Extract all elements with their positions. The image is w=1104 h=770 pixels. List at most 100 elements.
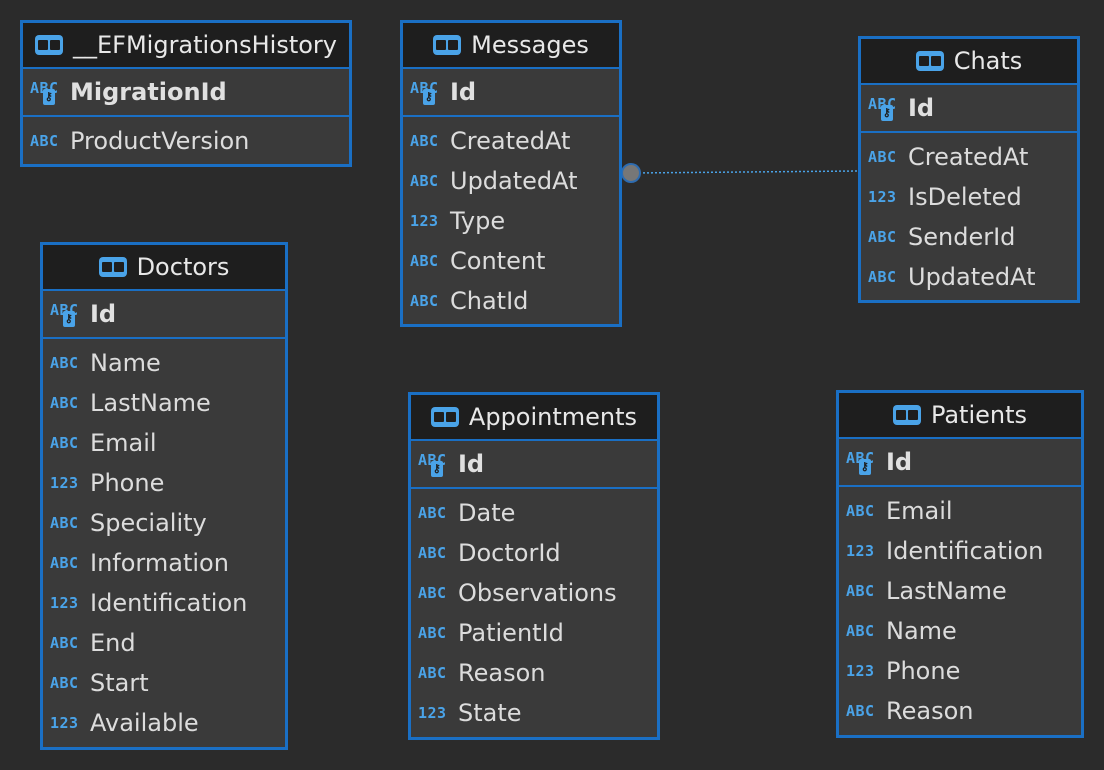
numeric-type-icon: 123 [846, 542, 875, 560]
column-name: UpdatedAt [908, 263, 1036, 291]
entity-header[interactable]: Chats [861, 39, 1077, 85]
numeric-type-icon: 123 [410, 212, 439, 230]
table-icon [433, 35, 462, 55]
column-name: Information [90, 549, 229, 577]
column-name: CreatedAt [908, 143, 1029, 171]
column-row[interactable]: ABC UpdatedAt [861, 257, 1077, 297]
entity-header[interactable]: Appointments [411, 395, 657, 441]
numeric-type-icon: 123 [50, 594, 79, 612]
column-name: Phone [886, 657, 961, 685]
column-name: SenderId [908, 223, 1016, 251]
entity-title: Messages [471, 31, 589, 59]
table-icon [892, 405, 921, 425]
column-row[interactable]: ABC End [43, 623, 285, 663]
text-type-icon: ABC [418, 624, 447, 642]
column-name: Id [886, 448, 913, 476]
column-name: LastName [90, 389, 211, 417]
column-name: Available [90, 709, 199, 737]
column-name: Name [886, 617, 957, 645]
column-name: Identification [886, 537, 1044, 565]
text-type-icon: ABC [50, 514, 79, 532]
text-type-icon: ABC [50, 354, 79, 372]
text-type-key-icon: ABC⚷ [846, 449, 878, 475]
text-type-icon: ABC [868, 268, 897, 286]
key-icon: ⚷ [423, 89, 435, 105]
column-name: End [90, 629, 136, 657]
entity-title: Patients [930, 401, 1028, 429]
entity-header[interactable]: Doctors [43, 245, 285, 291]
column-row[interactable]: ABC LastName [43, 383, 285, 423]
relationship-endpoint [621, 163, 641, 183]
column-name: Name [90, 349, 161, 377]
primary-key-row[interactable]: ABC⚷Id [411, 441, 657, 489]
key-icon: ⚷ [63, 311, 75, 327]
text-type-icon: ABC [410, 252, 439, 270]
column-name: ProductVersion [70, 127, 250, 155]
primary-key-row[interactable]: ABC⚷Id [43, 291, 285, 339]
column-name: Content [450, 247, 546, 275]
primary-key-row[interactable]: ABC⚷MigrationId [23, 69, 349, 117]
table-icon [98, 257, 127, 277]
column-row[interactable]: ABC Name [43, 343, 285, 383]
column-row[interactable]: 123 Identification [839, 531, 1081, 571]
text-type-icon: ABC [50, 674, 79, 692]
text-type-icon: ABC [418, 544, 447, 562]
text-type-icon: ABC [410, 132, 439, 150]
entity-header[interactable]: __EFMigrationsHistory [23, 23, 349, 69]
primary-key-row[interactable]: ABC⚷ Id [839, 439, 1081, 487]
entity-header[interactable]: Messages [403, 23, 619, 69]
column-name: UpdatedAt [450, 167, 578, 195]
column-row[interactable]: ABC Reason [411, 653, 657, 693]
column-row[interactable]: ABC Start [43, 663, 285, 703]
text-type-icon: ABC [50, 634, 79, 652]
column-name: Phone [90, 469, 165, 497]
text-type-key-icon: ABC⚷ [30, 79, 62, 105]
text-type-icon: ABC [50, 394, 79, 412]
primary-key-row[interactable]: ABC⚷Id [861, 85, 1077, 133]
primary-key-row[interactable]: ABC⚷Id [403, 69, 619, 117]
column-name: Reason [458, 659, 546, 687]
column-name: Email [886, 497, 953, 525]
column-row[interactable]: ABC SenderId [861, 217, 1077, 257]
text-type-icon: ABC [418, 664, 447, 682]
column-name: Start [90, 669, 149, 697]
text-type-icon: ABC [868, 228, 897, 246]
column-row[interactable]: ABC Content [403, 241, 619, 281]
entity-header[interactable]: Patients [839, 393, 1081, 439]
